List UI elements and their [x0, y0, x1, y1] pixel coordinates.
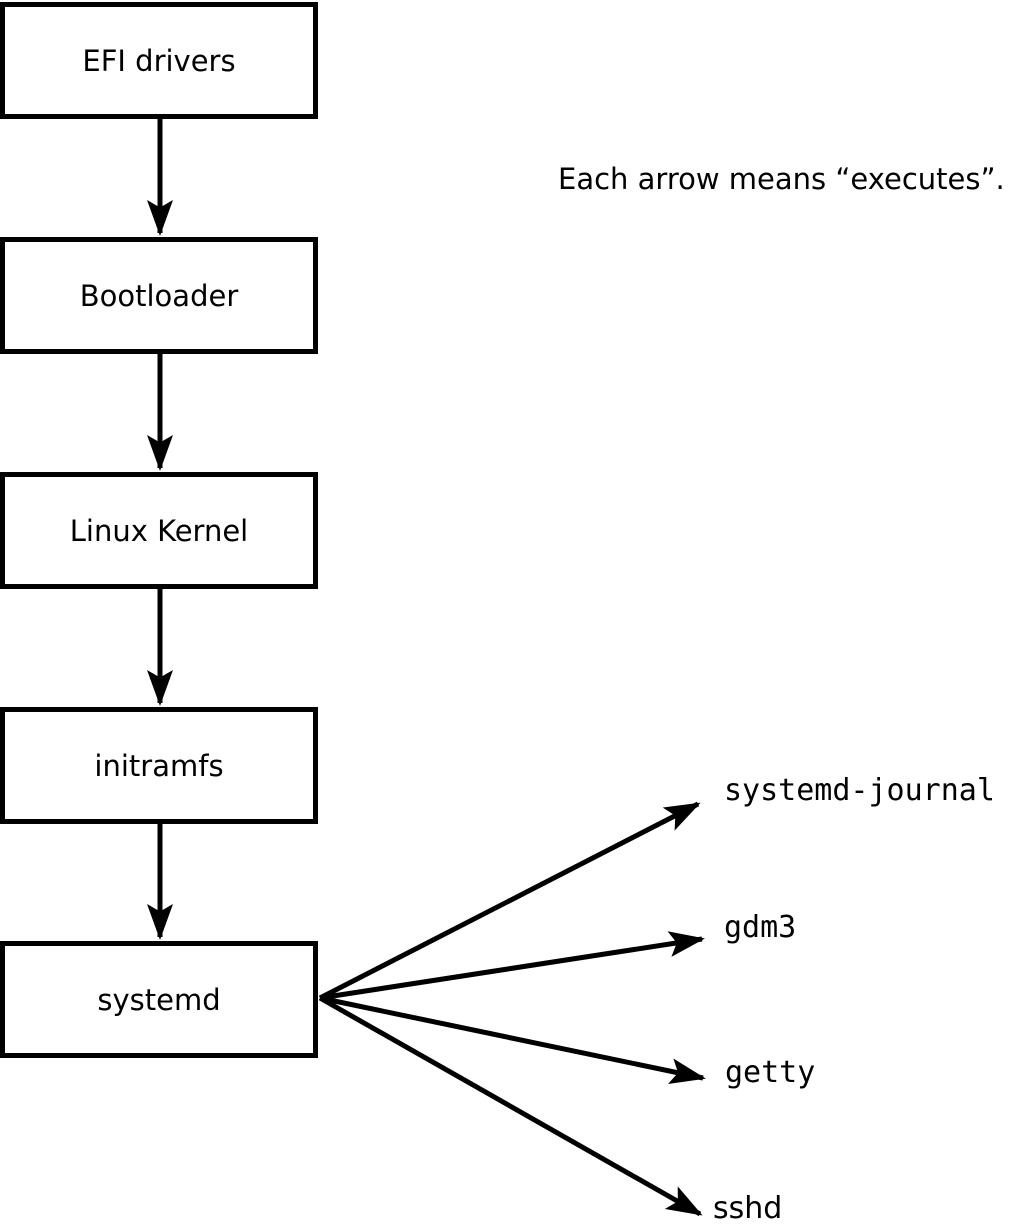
node-label: EFI drivers [82, 43, 236, 78]
label-sshd: sshd [713, 1191, 783, 1226]
arrow-systemd-to-gdm3 [319, 931, 705, 1001]
node-label: Linux Kernel [69, 513, 249, 548]
arrow-systemd-to-sshd [318, 995, 703, 1217]
label-systemd-journal: systemd-journal [724, 773, 995, 808]
node-bootloader: Bootloader [0, 237, 318, 354]
node-initramfs: initramfs [0, 707, 318, 824]
arrow-systemd-to-getty [319, 995, 706, 1084]
node-label: systemd [97, 982, 221, 1017]
node-linux-kernel: Linux Kernel [0, 472, 318, 589]
node-label: initramfs [94, 748, 224, 783]
diagram-caption: Each arrow means “executes”. [558, 162, 1005, 196]
label-gdm3: gdm3 [724, 910, 797, 945]
node-efi-drivers: EFI drivers [0, 2, 318, 119]
label-getty: getty [725, 1055, 816, 1090]
node-label: Bootloader [79, 278, 239, 313]
arrow-systemd-to-systemd-journal [318, 801, 701, 1001]
node-systemd: systemd [0, 941, 318, 1058]
